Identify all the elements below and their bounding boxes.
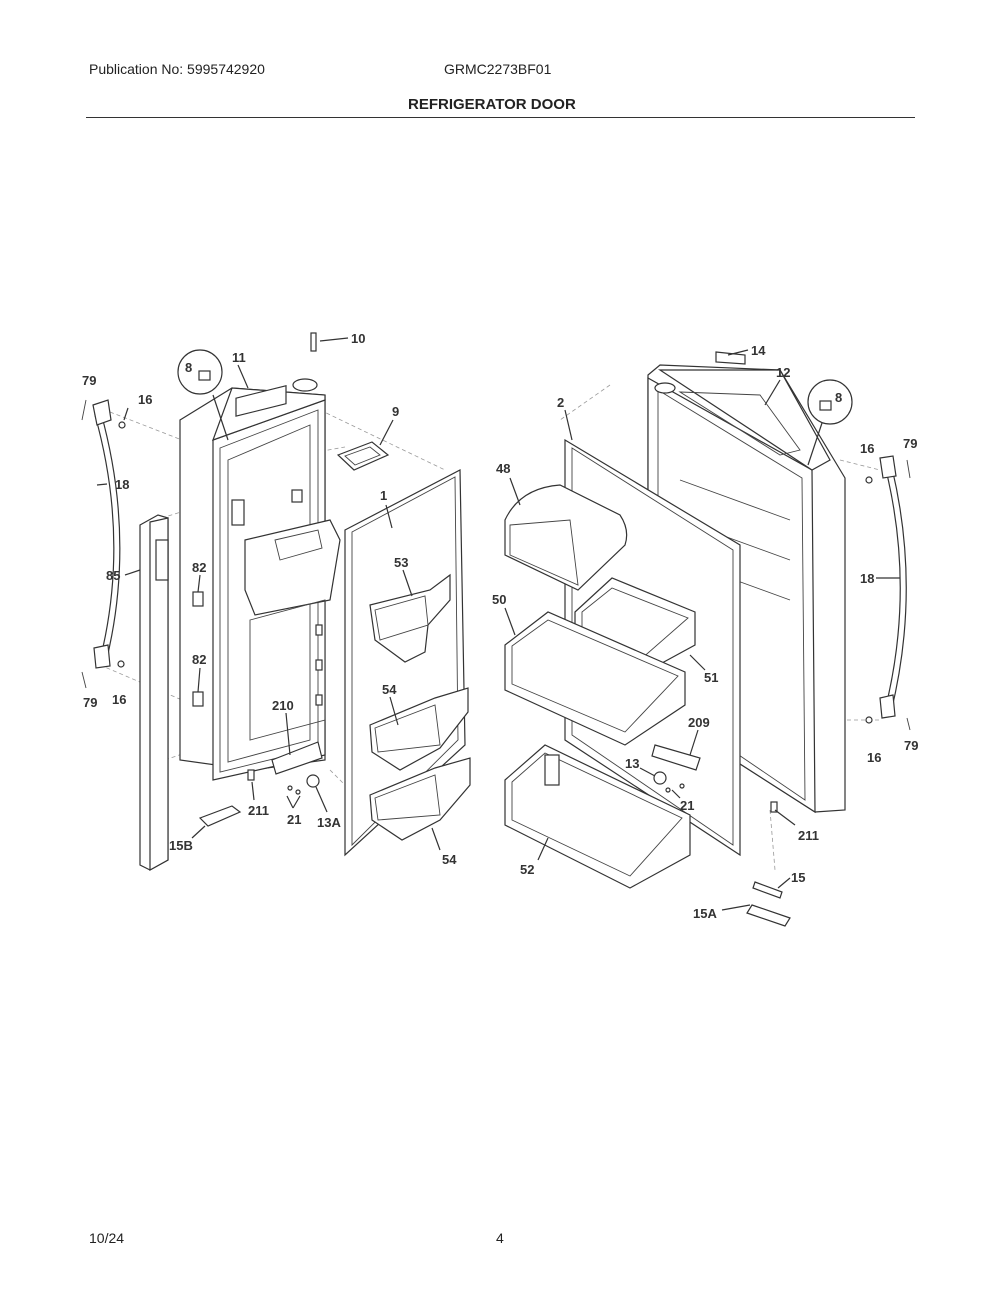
detail-bubble-8-left: [177, 349, 229, 441]
callout-82-lower: 82: [192, 652, 206, 667]
door-bin-54-upper: [369, 687, 469, 771]
callout-18-right: 18: [860, 571, 874, 586]
callout-53: 53: [394, 555, 408, 570]
callout-15: 15: [791, 870, 805, 885]
callout-2: 2: [557, 395, 564, 410]
callout-54-lower: 54: [442, 852, 457, 867]
door-handle-right: [879, 455, 907, 719]
callout-209: 209: [688, 715, 710, 730]
callout-8-right: 8: [835, 390, 842, 405]
callout-10: 10: [351, 331, 365, 346]
dispenser-tray-9: [336, 441, 390, 471]
callout-1: 1: [380, 488, 387, 503]
model-number: GRMC2273BF01: [444, 61, 552, 77]
callout-82-upper: 82: [192, 560, 206, 575]
callout-21-left: 21: [287, 812, 301, 827]
callout-79-top-left: 79: [82, 373, 96, 388]
callout-16-top-right: 16: [860, 441, 874, 456]
door-handle-left: [92, 399, 121, 669]
callout-14: 14: [751, 343, 766, 358]
door-bin-52: [504, 744, 691, 889]
callout-79-top-right: 79: [903, 436, 917, 451]
footer-page-number: 4: [496, 1230, 504, 1246]
callout-210: 210: [272, 698, 294, 713]
callout-50: 50: [492, 592, 506, 607]
callout-11: 11: [232, 350, 246, 365]
pin-211-right: [770, 801, 778, 813]
callout-9: 9: [392, 404, 399, 419]
callout-21-right: 21: [680, 798, 694, 813]
callout-13: 13: [625, 756, 639, 771]
detail-bubble-8-right: [807, 379, 853, 466]
trim-15B: [198, 805, 242, 827]
freezer-door-outer: [179, 378, 341, 781]
callout-52: 52: [520, 862, 534, 877]
callout-15B: 15B: [169, 838, 193, 853]
door-bin-54-lower: [369, 757, 471, 841]
callout-16-bottom-left: 16: [112, 692, 126, 707]
door-bin-50: [504, 611, 686, 746]
leader-lines: [96, 337, 900, 911]
publication-number: Publication No: 5995742920: [89, 61, 265, 77]
trim-14: [715, 351, 746, 365]
callout-16-bottom-right: 16: [867, 750, 881, 765]
callout-15A: 15A: [693, 906, 717, 921]
callout-85: 85: [106, 568, 120, 583]
callout-54-upper: 54: [382, 682, 397, 697]
door-bin-53: [369, 573, 451, 663]
callout-16-top-left: 16: [138, 392, 152, 407]
callout-79-bottom-right: 79: [904, 738, 918, 753]
callout-18-left: 18: [115, 477, 129, 492]
callout-79-bottom-left: 79: [83, 695, 97, 710]
callout-labels: 10 11 8 79 16 9 1 18 85 82 82 53 79 16 2…: [82, 331, 918, 921]
trim-15A: [746, 904, 791, 927]
door-bin-48: [504, 484, 628, 591]
page-title: REFRIGERATOR DOOR: [408, 96, 576, 113]
bottom-hinge-210: [247, 741, 323, 795]
callout-48: 48: [496, 461, 510, 476]
trim-15: [752, 881, 783, 899]
footer-date: 10/24: [89, 1230, 125, 1246]
callout-8-left: 8: [185, 360, 192, 375]
screws-right: [865, 459, 911, 731]
rod-10: [310, 332, 317, 352]
header-divider: [86, 117, 915, 118]
bottom-hinge-209: [651, 744, 701, 793]
callout-211-left: 211: [248, 803, 269, 818]
callout-51: 51: [704, 670, 718, 685]
hinge-cover-85: [139, 514, 169, 872]
callout-12: 12: [776, 365, 790, 380]
callout-13A: 13A: [317, 815, 341, 830]
callout-211-right: 211: [798, 828, 819, 843]
